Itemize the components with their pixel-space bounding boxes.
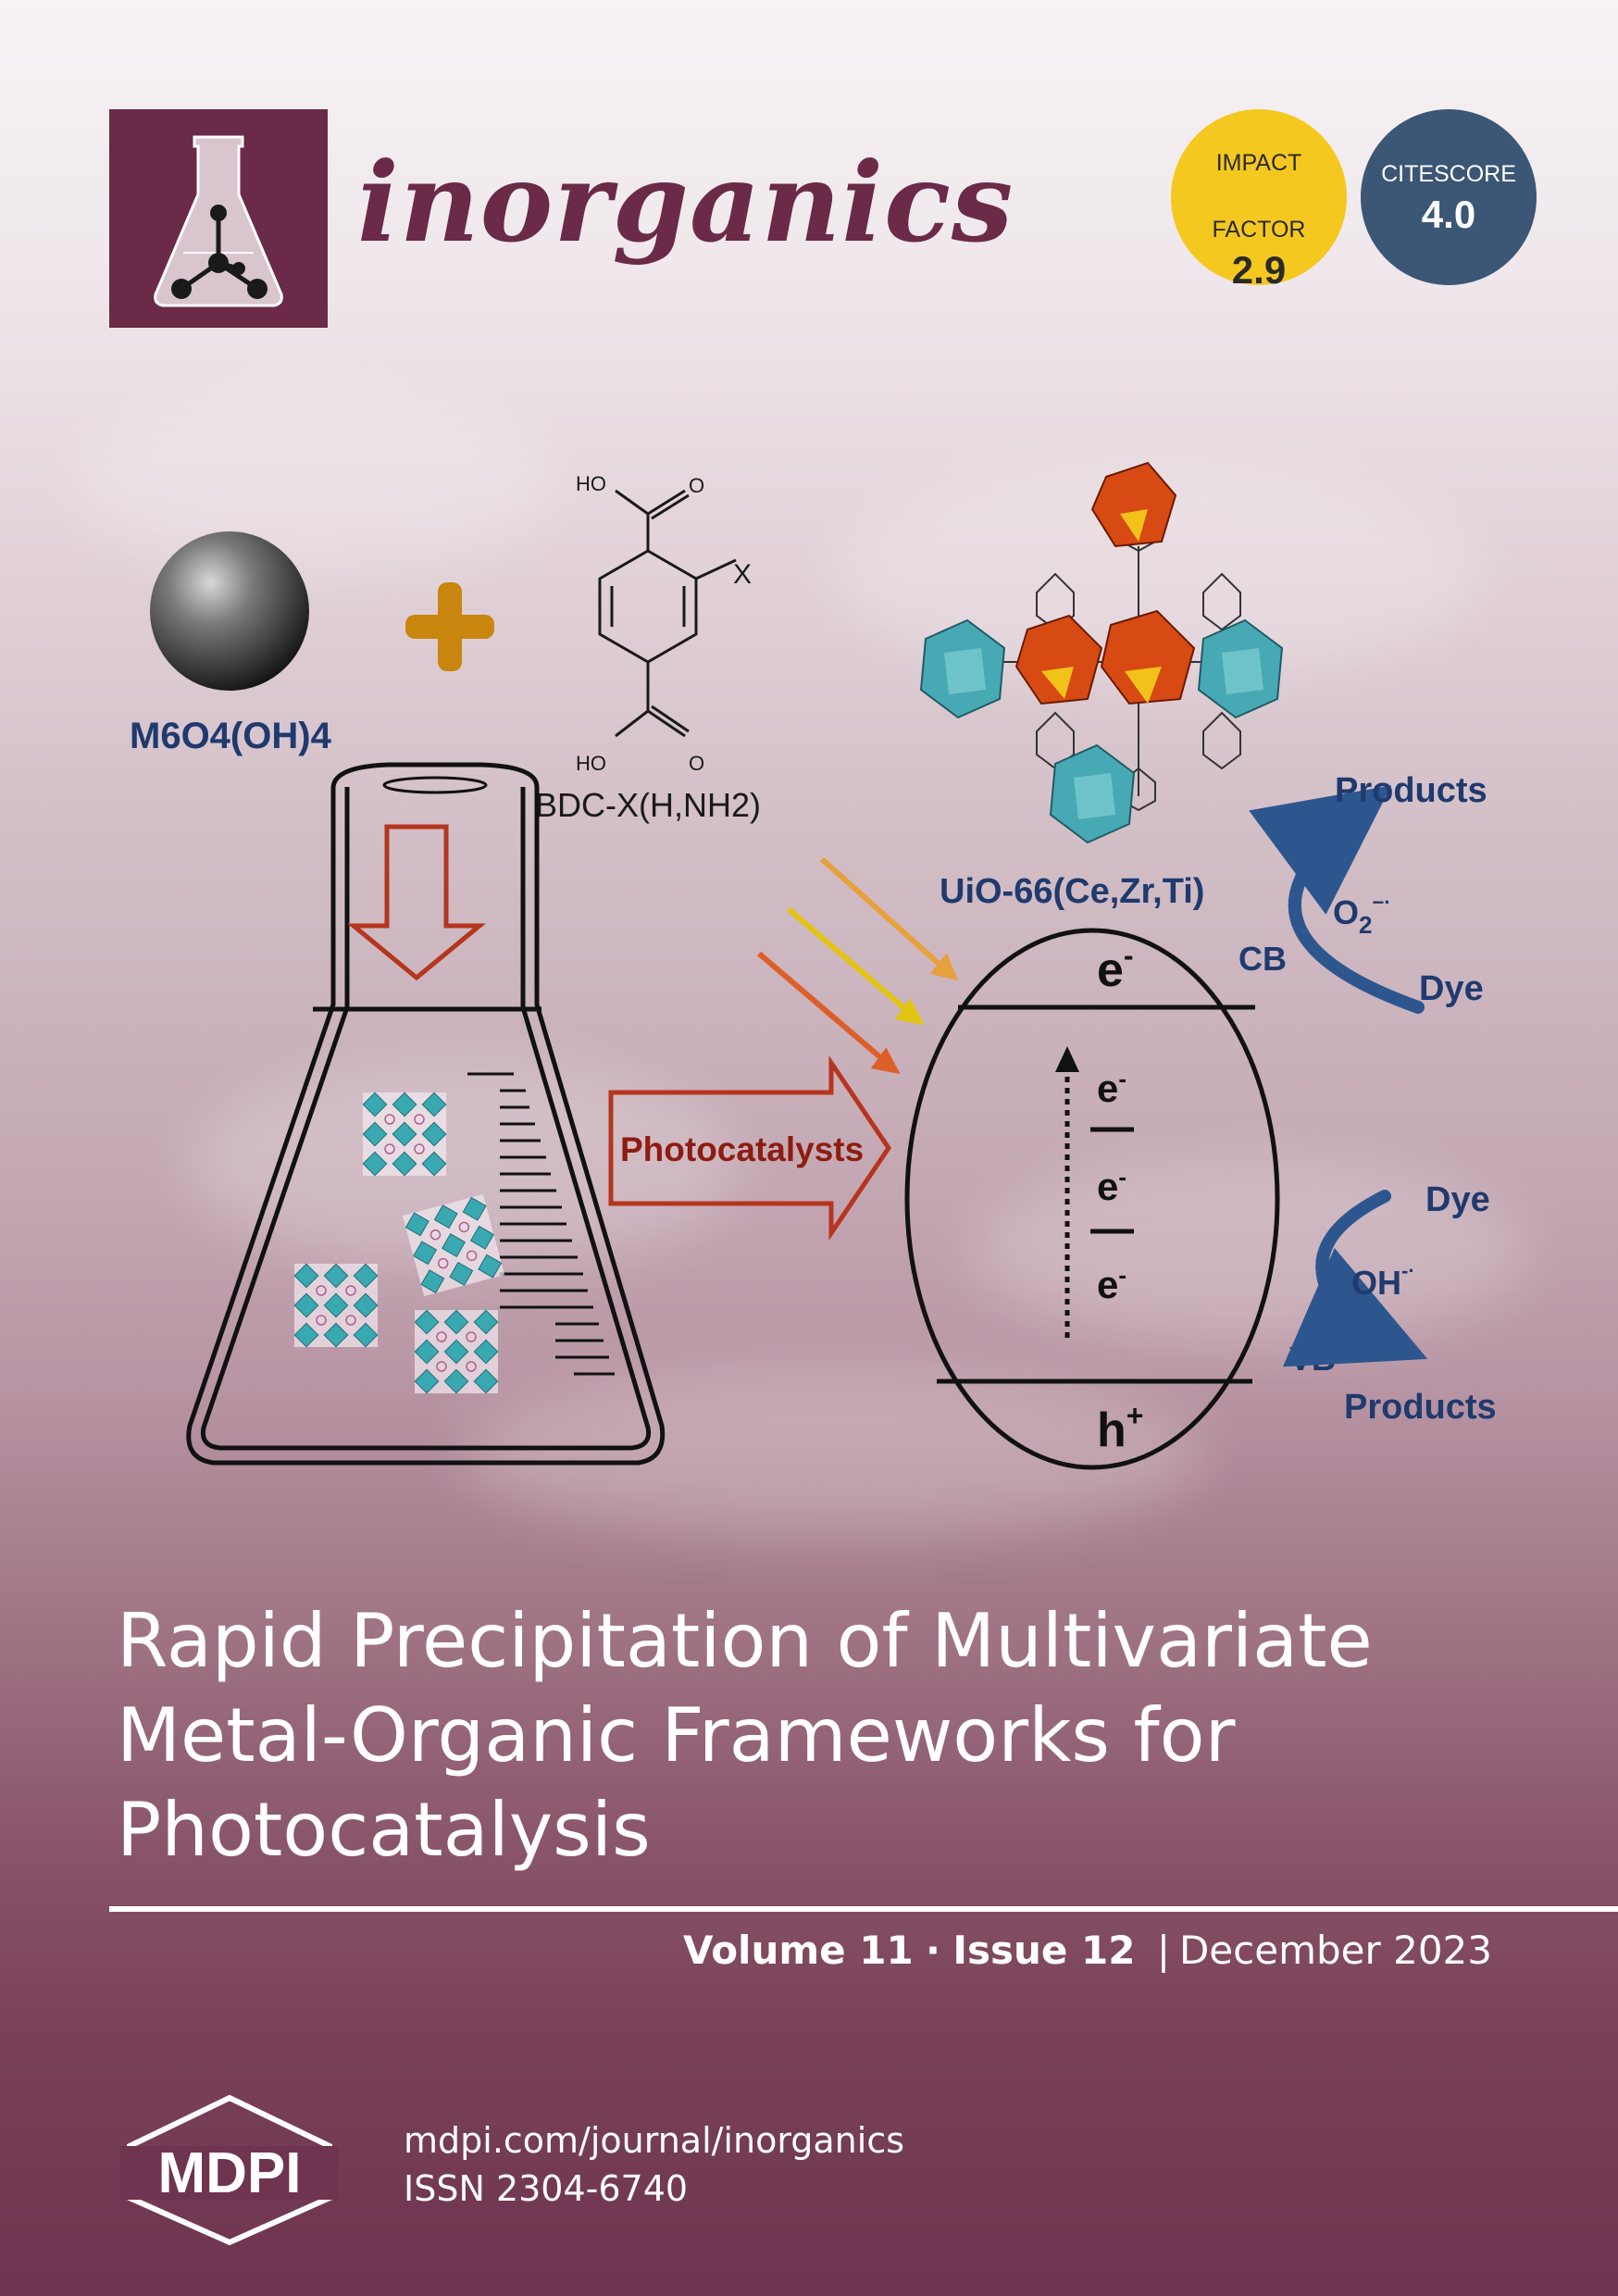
cerium-cluster xyxy=(919,618,1006,719)
issn: ISSN 2304-6740 xyxy=(404,2168,689,2209)
cloud-texture xyxy=(972,1157,1527,1342)
zirconium-cluster xyxy=(1014,614,1103,705)
electron-label: e- xyxy=(1097,1163,1126,1208)
zirconium-cluster xyxy=(1100,609,1196,705)
down-arrow-icon xyxy=(347,824,486,981)
band-structure-ellipse xyxy=(904,928,1280,1470)
flask-icon xyxy=(154,135,283,307)
issue-info: Volume 11 · Issue 12 |December 2023 xyxy=(683,1928,1492,1973)
erlenmeyer-flask xyxy=(186,762,666,1466)
issue-separator: | xyxy=(1156,1928,1170,1973)
mof-label: UiO-66(Ce,Zr,Ti) xyxy=(940,872,1204,911)
cb-label: CB xyxy=(1238,940,1287,978)
photocatalysts-label: Photocatalysts xyxy=(620,1130,864,1168)
dye-bottom: Dye xyxy=(1425,1180,1490,1219)
intermediate-states: e- e- e- xyxy=(1097,1065,1126,1306)
impact-factor-label: FACTOR xyxy=(1212,217,1306,243)
light-rays xyxy=(757,856,958,1075)
vb-label: VB xyxy=(1289,1340,1336,1378)
citescore-label: CITESCORE xyxy=(1381,161,1516,187)
reduction-arc xyxy=(1249,785,1425,1014)
mdpi-logo: MDPI xyxy=(109,2090,350,2252)
zirconium-cluster xyxy=(1090,461,1177,548)
linker-x: X xyxy=(733,559,752,590)
flask-graduations xyxy=(467,1072,615,1376)
impact-factor-badge: IMPACT FACTOR 2.9 xyxy=(1171,109,1347,292)
mof-crystal xyxy=(293,1263,379,1348)
article-title-line: Rapid Precipitation of Multivariate xyxy=(117,1598,1373,1684)
precursor-label: M6O4(OH)4 xyxy=(130,716,332,756)
electron-label: e- xyxy=(1097,1261,1126,1306)
linker-ho-top: HO xyxy=(576,472,606,495)
hydroxyl-label: OH-· xyxy=(1351,1259,1415,1302)
products-top: Products xyxy=(1335,771,1487,810)
mof-crystal xyxy=(414,1309,499,1394)
plus-sign xyxy=(405,582,494,671)
issue-date: December 2023 xyxy=(1178,1928,1492,1973)
bdc-linker-structure xyxy=(598,489,737,738)
cerium-cluster xyxy=(1197,618,1284,719)
mof-crystal xyxy=(402,1193,505,1297)
oxidation-arc xyxy=(1282,1190,1428,1367)
impact-factor-label: IMPACT xyxy=(1215,150,1302,176)
uio66-framework-structure xyxy=(919,461,1284,844)
journal-name: inorganics xyxy=(357,138,1014,267)
cloud-texture xyxy=(463,1370,1203,1537)
arrow-head-icon xyxy=(1055,1046,1079,1072)
metal-oxo-cluster-sphere xyxy=(150,531,309,691)
divider xyxy=(109,1906,1618,1912)
citescore-badge: CITESCORE 4.0 xyxy=(1361,109,1537,285)
cerium-cluster xyxy=(1049,743,1136,844)
electron-label: e- xyxy=(1097,1065,1126,1110)
vb-hole: h+ xyxy=(1097,1399,1143,1457)
linker-label: BDC-X(H,NH2) xyxy=(535,786,761,824)
photocatalysis-diagram: M6O4(OH)4 HO O X HO O BDC-X(H,NH2) xyxy=(130,461,1497,1470)
state-bars xyxy=(1090,1127,1134,1234)
journal-url[interactable]: mdpi.com/journal/inorganics xyxy=(404,2120,905,2161)
linker-o-bottom: O xyxy=(689,752,704,775)
cb-electron: e- xyxy=(1097,939,1134,997)
photocatalysts-arrow xyxy=(608,1054,892,1242)
footer-links: mdpi.com/journal/inorganics ISSN 2304-67… xyxy=(404,2116,904,2213)
mof-crystal xyxy=(362,1092,447,1177)
article-title-line: Photocatalysis xyxy=(117,1787,651,1873)
dye-top: Dye xyxy=(1419,969,1484,1008)
volume: Volume 11 xyxy=(682,1928,914,1973)
issue-dot: · xyxy=(926,1928,940,1973)
linker-o-top: O xyxy=(689,474,704,497)
linker-ho-bottom: HO xyxy=(576,752,606,775)
svg-text:MDPI: MDPI xyxy=(158,2141,302,2205)
cloud-texture xyxy=(74,389,555,574)
issue-number: Issue 12 xyxy=(952,1928,1136,1973)
products-bottom: Products xyxy=(1344,1388,1497,1427)
journal-logo xyxy=(109,109,328,328)
citescore-value: 4.0 xyxy=(1421,193,1476,236)
article-title: Rapid Precipitation of Multivariate Meta… xyxy=(117,1594,1561,1878)
impact-factor-value: 2.9 xyxy=(1231,248,1287,292)
mdpi-hexagon-icon: MDPI xyxy=(120,2094,339,2246)
article-title-line: Metal-Organic Frameworks for xyxy=(117,1692,1236,1778)
superoxide-label: O2−· xyxy=(1333,891,1391,939)
